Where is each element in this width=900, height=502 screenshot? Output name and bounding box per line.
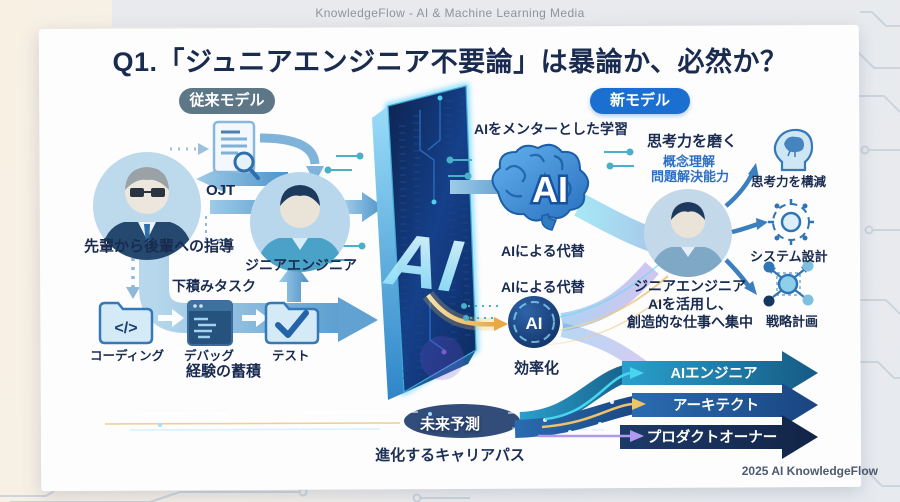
growth-point-2: 問題解決能力 (651, 169, 730, 184)
growth-point-1: 概念理解 (663, 154, 716, 169)
senior-engineer-avatar (93, 152, 201, 260)
career-label-product-owner: プロダクトオーナー (647, 428, 778, 446)
step-debug-label: デバッグ (184, 349, 235, 363)
legacy-model-badge: 従来モデル (179, 88, 275, 114)
future-caption: 進化するキャリアパス (375, 447, 525, 464)
mentor-caption: AIをメンターとした学習 (474, 121, 628, 137)
replace-caption-bottom: AIによる代替 (501, 279, 585, 295)
circuit-dots-brain (446, 148, 634, 321)
code-glyph: </> (114, 320, 137, 337)
chip-to-ai-badge-arrow (422, 291, 508, 331)
efficiency-caption: 効率化 (514, 360, 560, 377)
ai-brain-icon: AI (491, 143, 590, 231)
career-arrow-architect: アーキテクト (541, 383, 818, 429)
chip-ai-text: AI (380, 217, 467, 309)
junior-caption: ジニアエンジニア (245, 257, 357, 273)
footer-credit: 2025 AI KnowledgeFlow (741, 464, 878, 478)
strategy-plan-icon (763, 260, 814, 307)
ai-badge-icon: AI (508, 296, 560, 348)
senior-caption: 先輩から後輩への指導 (84, 238, 235, 255)
outcome-system-label: システム設計 (750, 249, 828, 264)
growth-title: 思考力を磨く (647, 133, 738, 150)
header-strip (112, 0, 860, 27)
career-label-ai-engineer: AIエンジニア (671, 366, 758, 382)
site-title: KnowledgeFlow - AI & Machine Learning Me… (315, 6, 585, 20)
coding-folder-icon: </> (98, 301, 154, 345)
junior-engineer-avatar (250, 172, 350, 272)
step-test-label: テスト (272, 349, 310, 363)
ai-badge-text: AI (526, 314, 543, 333)
system-design-icon (768, 199, 814, 245)
debug-terminal-icon (187, 300, 233, 346)
empowered-engineer-caption: ジニアエンジニア AIを活用し、 創造的な仕事へ集中 (605, 277, 775, 331)
career-label-architect: アーキテクト (673, 397, 759, 414)
ai-chip: AI (372, 82, 479, 400)
tasks-title: 下積みタスク (172, 278, 256, 294)
future-band-label: 未来予測 (420, 416, 481, 433)
step-coding-label: コーディング (90, 349, 165, 363)
empowered-caption-line2: AIを活用し、 (648, 296, 732, 312)
page-title: Q1.「ジュニアエンジニア不要論」は暴論か、必然か？ (112, 47, 788, 77)
test-folder-icon (264, 301, 320, 345)
ojt-label: OJT (206, 182, 236, 199)
empowered-caption-line3: 創造的な仕事へ集中 (627, 314, 753, 330)
empowered-caption-line1: ジニアエンジニア (634, 278, 746, 294)
experience-caption: 経験の蓄積 (186, 363, 262, 380)
outcome-arrowheads (744, 163, 768, 295)
document-review-icon (212, 120, 260, 180)
empowered-engineer-avatar (644, 189, 732, 277)
thinking-head-icon (773, 128, 814, 172)
career-arrow-product-owner: プロダクトオーナー (538, 415, 818, 459)
new-model-badge: 新モデル (590, 88, 690, 114)
replace-caption-top: AIによる代替 (501, 243, 585, 259)
outcome-thinking-label: 思考力を構減 (751, 175, 827, 189)
career-arrow-ai-engineer: AIエンジニア (544, 351, 818, 421)
outcome-strategy-label: 戦略計画 (766, 314, 819, 329)
brain-ai-text: AI (532, 169, 568, 210)
